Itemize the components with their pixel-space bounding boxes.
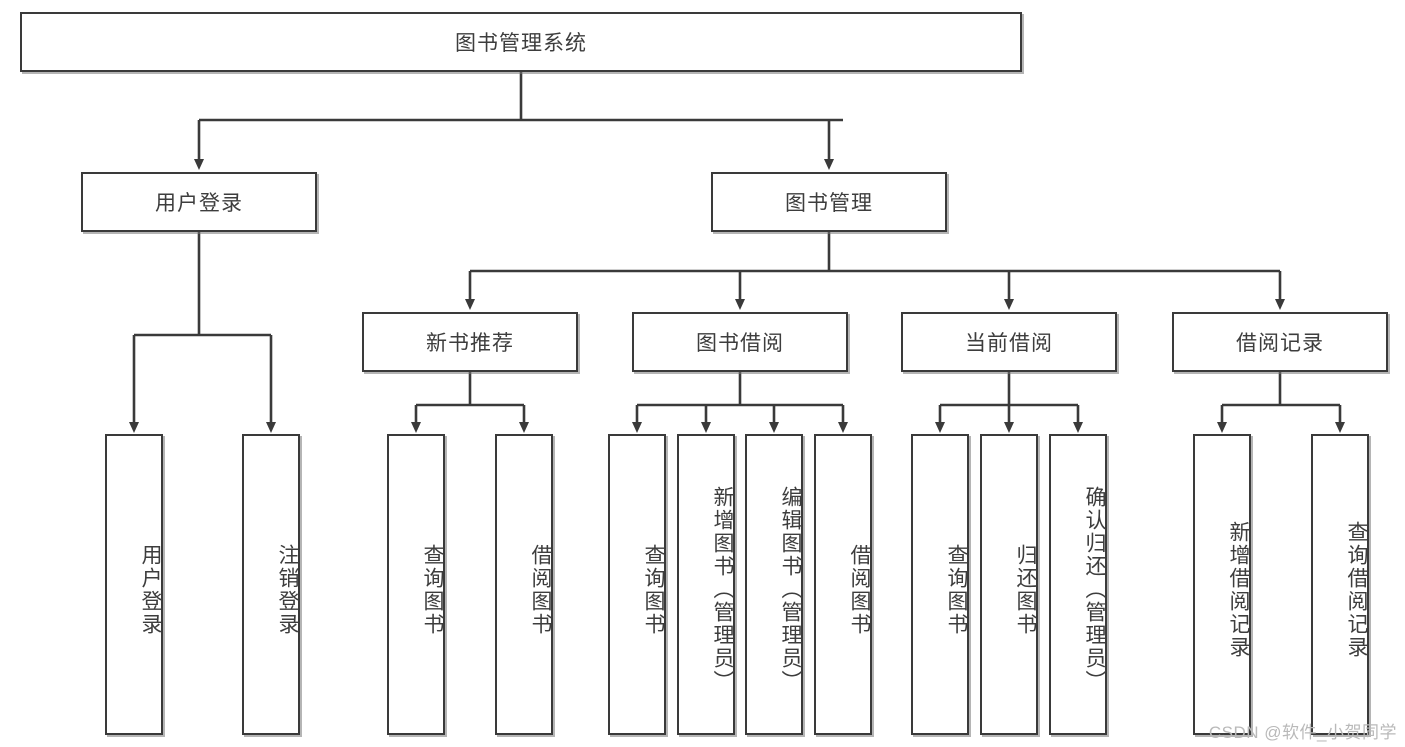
leaf-confirm-return[interactable]: 确认归还（管理员） — [1049, 434, 1107, 735]
node-book-borrow[interactable]: 图书借阅 — [632, 312, 848, 372]
leaf-borrow-book-2[interactable]: 借阅图书 — [814, 434, 872, 735]
leaf-user-login[interactable]: 用户登录 — [105, 434, 163, 735]
node-book-manage-label: 图书管理 — [785, 192, 873, 215]
node-borrow-record-label: 借阅记录 — [1236, 332, 1324, 355]
node-current-borrow-label: 当前借阅 — [965, 332, 1053, 355]
node-book-borrow-label: 图书借阅 — [696, 332, 784, 355]
leaf-query-book-2-label: 查询图书 — [642, 543, 665, 636]
leaf-return-book-label: 归还图书 — [1014, 543, 1037, 636]
node-new-book-rec-label: 新书推荐 — [426, 332, 514, 355]
node-user-login[interactable]: 用户登录 — [81, 172, 317, 232]
leaf-query-book-1-label: 查询图书 — [421, 543, 444, 636]
leaf-return-book[interactable]: 归还图书 — [980, 434, 1038, 735]
leaf-borrow-book-1-label: 借阅图书 — [529, 543, 552, 636]
leaf-edit-book[interactable]: 编辑图书（管理员） — [745, 434, 803, 735]
leaf-logout-login-label: 注销登录 — [276, 543, 299, 636]
node-book-manage[interactable]: 图书管理 — [711, 172, 947, 232]
leaf-logout-login[interactable]: 注销登录 — [242, 434, 300, 735]
leaf-add-book-label: 新增图书（管理员） — [711, 486, 734, 693]
leaf-query-book-3[interactable]: 查询图书 — [911, 434, 969, 735]
leaf-query-record[interactable]: 查询借阅记录 — [1311, 434, 1369, 735]
leaf-user-login-label: 用户登录 — [139, 543, 162, 636]
leaf-query-book-3-label: 查询图书 — [945, 543, 968, 636]
leaf-add-record[interactable]: 新增借阅记录 — [1193, 434, 1251, 735]
node-new-book-rec[interactable]: 新书推荐 — [362, 312, 578, 372]
node-root-label: 图书管理系统 — [455, 32, 587, 55]
leaf-add-book[interactable]: 新增图书（管理员） — [677, 434, 735, 735]
leaf-query-book-1[interactable]: 查询图书 — [387, 434, 445, 735]
node-user-login-label: 用户登录 — [155, 192, 243, 215]
node-root[interactable]: 图书管理系统 — [20, 12, 1022, 72]
leaf-borrow-book-1[interactable]: 借阅图书 — [495, 434, 553, 735]
node-borrow-record[interactable]: 借阅记录 — [1172, 312, 1388, 372]
node-current-borrow[interactable]: 当前借阅 — [901, 312, 1117, 372]
leaf-add-record-label: 新增借阅记录 — [1227, 520, 1250, 659]
leaf-borrow-book-2-label: 借阅图书 — [848, 543, 871, 636]
leaf-query-book-2[interactable]: 查询图书 — [608, 434, 666, 735]
leaf-confirm-return-label: 确认归还（管理员） — [1083, 486, 1106, 693]
leaf-edit-book-label: 编辑图书（管理员） — [779, 486, 802, 693]
leaf-query-record-label: 查询借阅记录 — [1345, 520, 1368, 659]
